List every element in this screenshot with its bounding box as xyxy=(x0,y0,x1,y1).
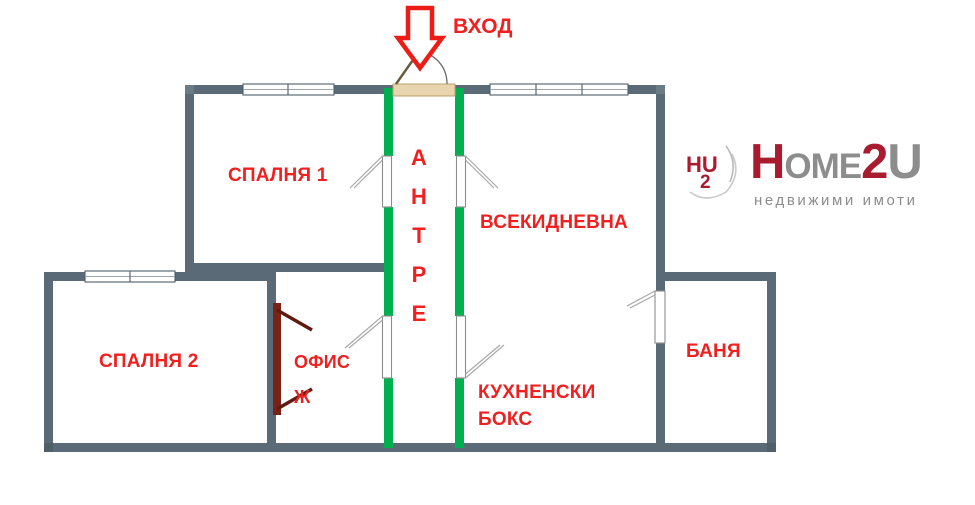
wall-livingroom-bottom-right xyxy=(656,263,665,273)
logo-word-2: 2 xyxy=(861,135,888,189)
hallway-letter-3: Т xyxy=(412,223,426,248)
room-label-bedroom2: СПАЛНЯ 2 xyxy=(99,351,199,372)
wall-outer-bottom xyxy=(44,443,776,452)
partition-wall-maroon xyxy=(273,303,281,415)
wall-kitchen-bathroom xyxy=(656,272,665,443)
logo-tagline: недвижими имоти xyxy=(754,192,918,209)
wall-outer-left xyxy=(44,272,53,452)
wall-corner-node-bl xyxy=(44,443,53,452)
hallway-letter-5: Е xyxy=(411,301,427,326)
logo-mark-icon: HU 2 xyxy=(686,145,737,199)
room-label-bedroom1: СПАЛНЯ 1 xyxy=(228,165,328,186)
room-label-office: ОФИС xyxy=(294,352,351,372)
wall-livingroom-right xyxy=(656,85,665,272)
door-office-double-leaves xyxy=(276,308,313,411)
logo-word-h: H xyxy=(750,135,785,189)
room-label-kitchenette: КУХНЕНСКИ БОКС xyxy=(478,379,595,433)
wall-lower-top-right xyxy=(656,272,776,281)
logo-mark-hu: HU xyxy=(686,152,718,177)
room-label-hallway: А Н Т Р Е xyxy=(404,138,434,333)
wall-corner-node-tl xyxy=(185,85,194,94)
hallway-letter-4: Р xyxy=(411,262,427,287)
room-label-office-secondary: Ж xyxy=(294,387,311,407)
room-label-bathroom: БАНЯ xyxy=(686,341,741,362)
wall-outer-right xyxy=(767,272,776,452)
window-livingroom xyxy=(489,83,629,96)
partition-walls-green xyxy=(384,88,464,448)
logo-word-u: U xyxy=(887,135,922,189)
partition-green-left-seg2 xyxy=(384,207,393,316)
logo-word-ome: OME xyxy=(784,147,862,186)
logo-mark-2: 2 xyxy=(700,172,711,193)
door-bedroom1 xyxy=(349,155,393,208)
wall-bedroom2-office xyxy=(267,272,276,443)
door-office xyxy=(344,315,393,379)
partition-green-right-seg1 xyxy=(455,88,464,156)
room-label-kitchenette-line1: КУХНЕНСКИ xyxy=(478,382,596,403)
hallway-letter-1: А xyxy=(411,145,427,170)
doors-group xyxy=(276,49,666,411)
logo: HU 2 HOME2U недвижими имоти xyxy=(676,136,966,214)
door-kitchenette xyxy=(455,315,505,379)
door-entry xyxy=(392,49,456,97)
wall-corner-node-br xyxy=(767,443,776,452)
hallway-letter-2: Н xyxy=(411,184,427,209)
partition-green-left-seg1 xyxy=(384,88,393,156)
down-arrow-icon xyxy=(393,5,447,72)
wall-bedroom1-bottom xyxy=(185,263,393,272)
partition-green-right-seg2 xyxy=(455,207,464,316)
window-bedroom2 xyxy=(84,270,176,283)
windows-group xyxy=(84,83,629,283)
partition-green-left-seg3 xyxy=(384,378,393,448)
logo-wordmark: HOME2U xyxy=(750,135,923,193)
window-bedroom1 xyxy=(242,83,335,96)
room-label-livingroom: ВСЕКИДНЕВНА xyxy=(480,212,628,233)
partition-green-right-seg3 xyxy=(455,378,464,448)
door-livingroom xyxy=(455,155,499,208)
entrance-label: ВХОД xyxy=(453,15,513,38)
wall-bedroom1-left xyxy=(185,85,194,272)
wall-corner-node-tr xyxy=(656,85,665,94)
door-bathroom xyxy=(626,290,666,344)
room-label-kitchenette-line2: БОКС xyxy=(478,409,533,430)
